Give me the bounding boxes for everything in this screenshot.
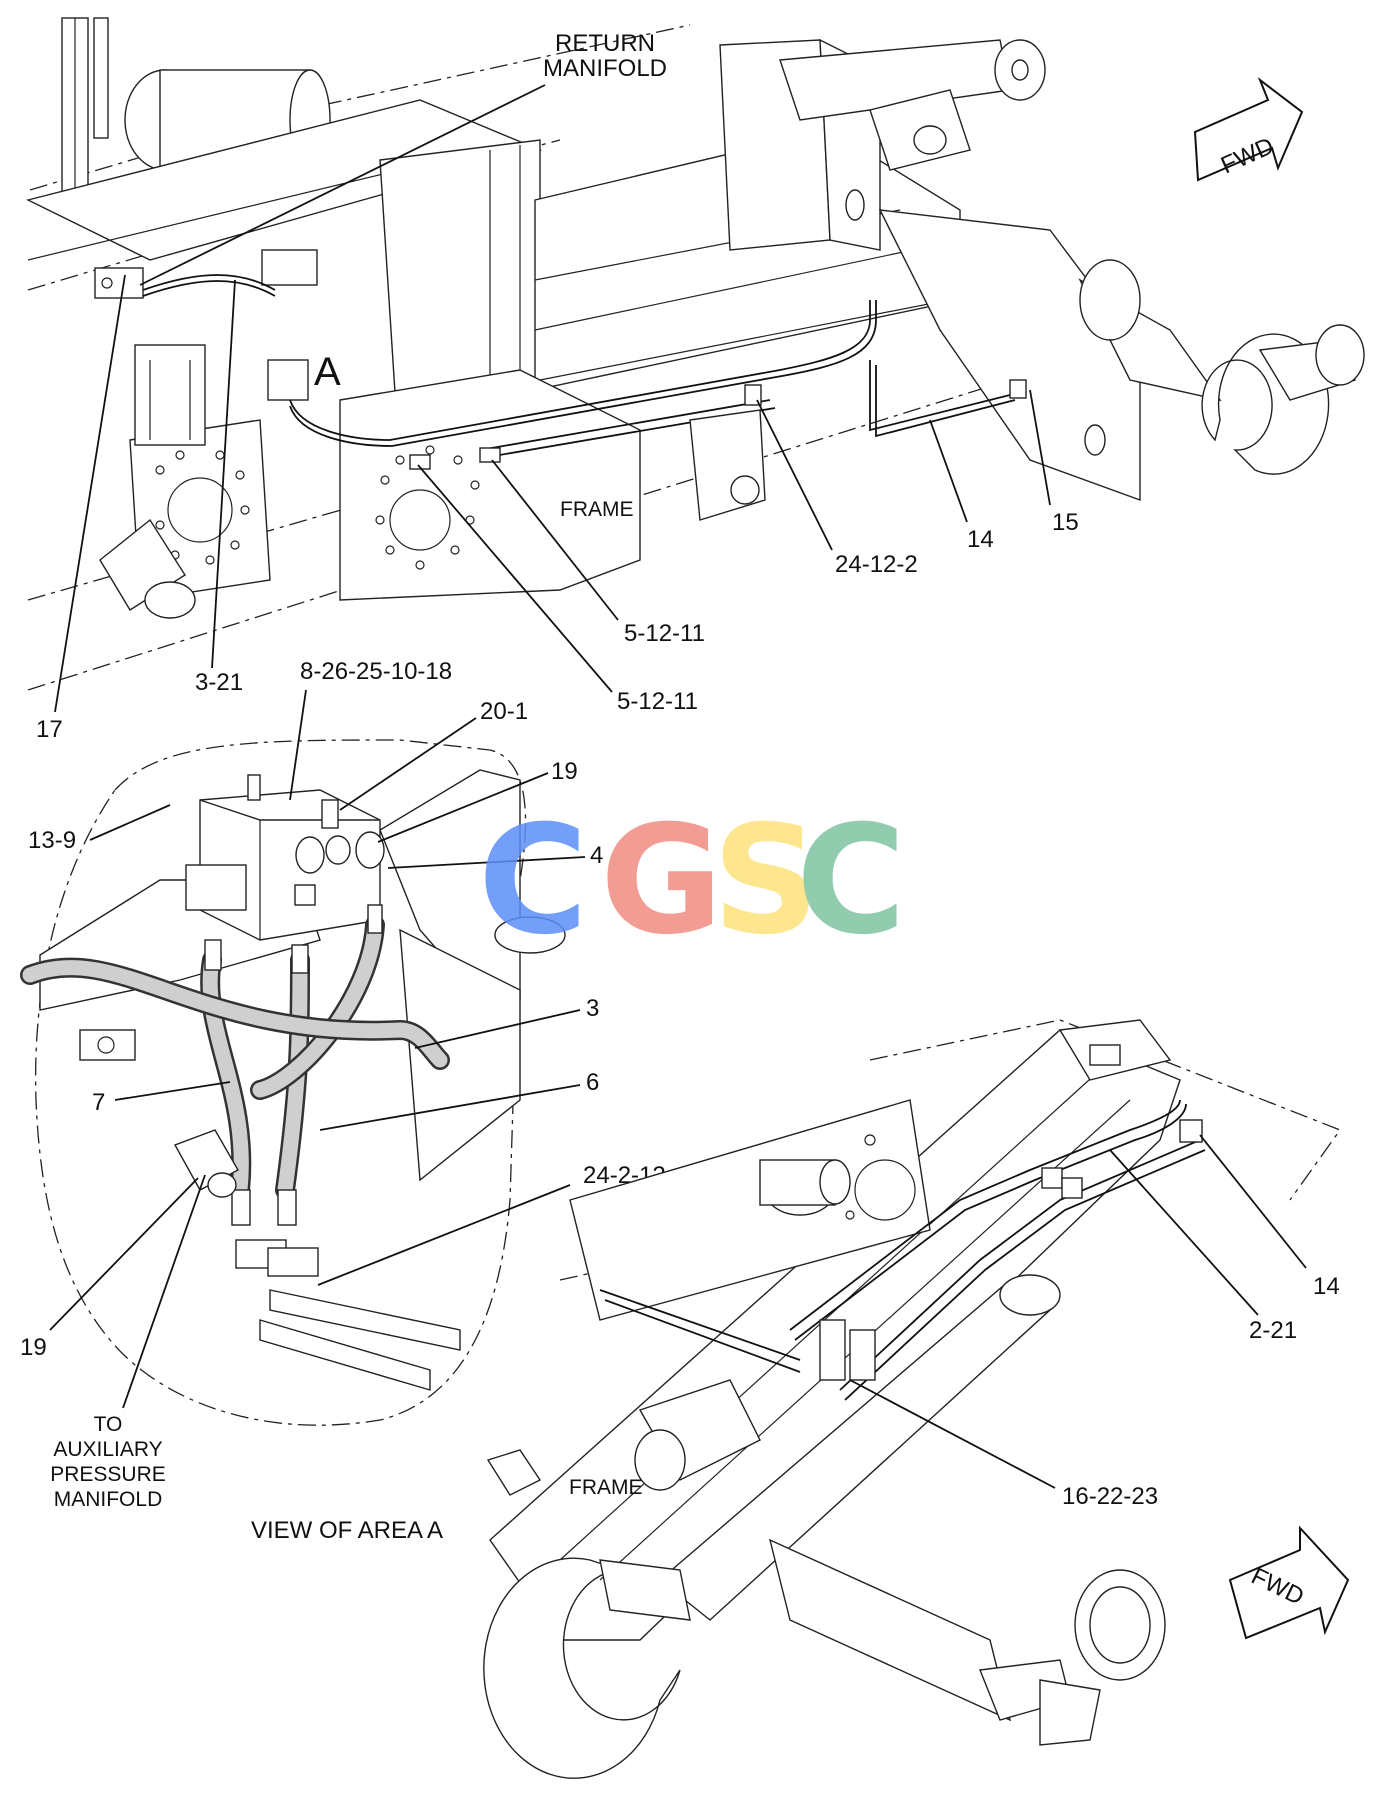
callout-19-bottom: 19 [20, 1334, 47, 1361]
fwd-arrow-bottom: FWD [1228, 1525, 1350, 1640]
callout-14-top: 14 [967, 526, 994, 553]
top-assembly-drawing [25, 17, 1365, 691]
leader-to-auxiliary [122, 1174, 206, 1409]
callout-5-12-11-a: 5-12-11 [624, 620, 705, 647]
callout-17: 17 [36, 716, 63, 743]
callout-2-21: 2-21 [1249, 1317, 1297, 1344]
view-of-area-a-title: VIEW OF AREA A [251, 1517, 443, 1544]
bottom-assembly-drawing [483, 1019, 1342, 1779]
leader-19-bottom [49, 1177, 199, 1331]
leader-16-22-23 [849, 1379, 1056, 1489]
leader-14-bottom [1199, 1134, 1307, 1269]
leader-13-9 [89, 804, 171, 841]
svg-text:S: S [712, 794, 820, 968]
callout-5-12-11-b: 5-12-11 [617, 688, 698, 715]
leader-return-manifold [139, 84, 546, 286]
callout-16-22-23: 16-22-23 [1062, 1483, 1158, 1510]
svg-text:RETURN: RETURN [555, 30, 655, 57]
leader-8-26 [289, 689, 307, 801]
callout-14-bottom: 14 [1313, 1273, 1340, 1300]
svg-text:MANIFOLD: MANIFOLD [543, 55, 667, 82]
return-manifold-label: RETURN MANIFOLD [543, 30, 667, 82]
leader-20-1 [339, 717, 477, 811]
callout-24-12-2: 24-12-2 [835, 551, 918, 578]
callout-15: 15 [1052, 509, 1079, 536]
leader-24-12-2 [756, 399, 833, 551]
svg-text:C: C [796, 794, 906, 968]
leader-17 [54, 274, 126, 713]
leader-5-12-11-b [417, 464, 613, 693]
leader-5-12-11-a [491, 459, 619, 621]
leader-24-2-12 [317, 1184, 571, 1286]
fwd-arrow-top: FWD [1193, 77, 1304, 182]
callout-20-1: 20-1 [480, 698, 528, 725]
leader-7 [114, 1081, 231, 1101]
leader-15 [1029, 389, 1051, 506]
callout-8-26-25-10-18: 8-26-25-10-18 [300, 658, 452, 685]
leader-2-21 [1109, 1149, 1259, 1316]
callout-6: 6 [586, 1069, 599, 1096]
callout-3: 3 [586, 995, 599, 1022]
svg-text:AUXILIARY: AUXILIARY [53, 1438, 162, 1461]
callout-3-21: 3-21 [195, 669, 243, 696]
leader-3 [414, 1009, 581, 1049]
callout-4: 4 [590, 842, 603, 869]
svg-text:PRESSURE: PRESSURE [50, 1463, 166, 1486]
area-a-detail-drawing [20, 739, 566, 1426]
leader-6 [319, 1084, 581, 1131]
area-a-marker: A [314, 350, 341, 394]
cgsc-watermark-logo: C G S C [478, 794, 906, 968]
leader-19-top [377, 772, 549, 843]
svg-text:TO: TO [94, 1413, 123, 1436]
frame-label-bottom: FRAME [569, 1476, 643, 1499]
leader-14-top [929, 419, 968, 523]
svg-text:C: C [478, 794, 588, 968]
callout-19-top: 19 [551, 758, 578, 785]
svg-text:MANIFOLD: MANIFOLD [54, 1488, 163, 1511]
leader-4 [387, 856, 586, 869]
callout-7: 7 [92, 1089, 105, 1116]
svg-text:G: G [600, 794, 723, 968]
to-auxiliary-label: TO AUXILIARY PRESSURE MANIFOLD [50, 1413, 166, 1511]
leader-3-21 [211, 279, 236, 669]
frame-label-top: FRAME [560, 498, 634, 521]
callout-13-9: 13-9 [28, 827, 76, 854]
